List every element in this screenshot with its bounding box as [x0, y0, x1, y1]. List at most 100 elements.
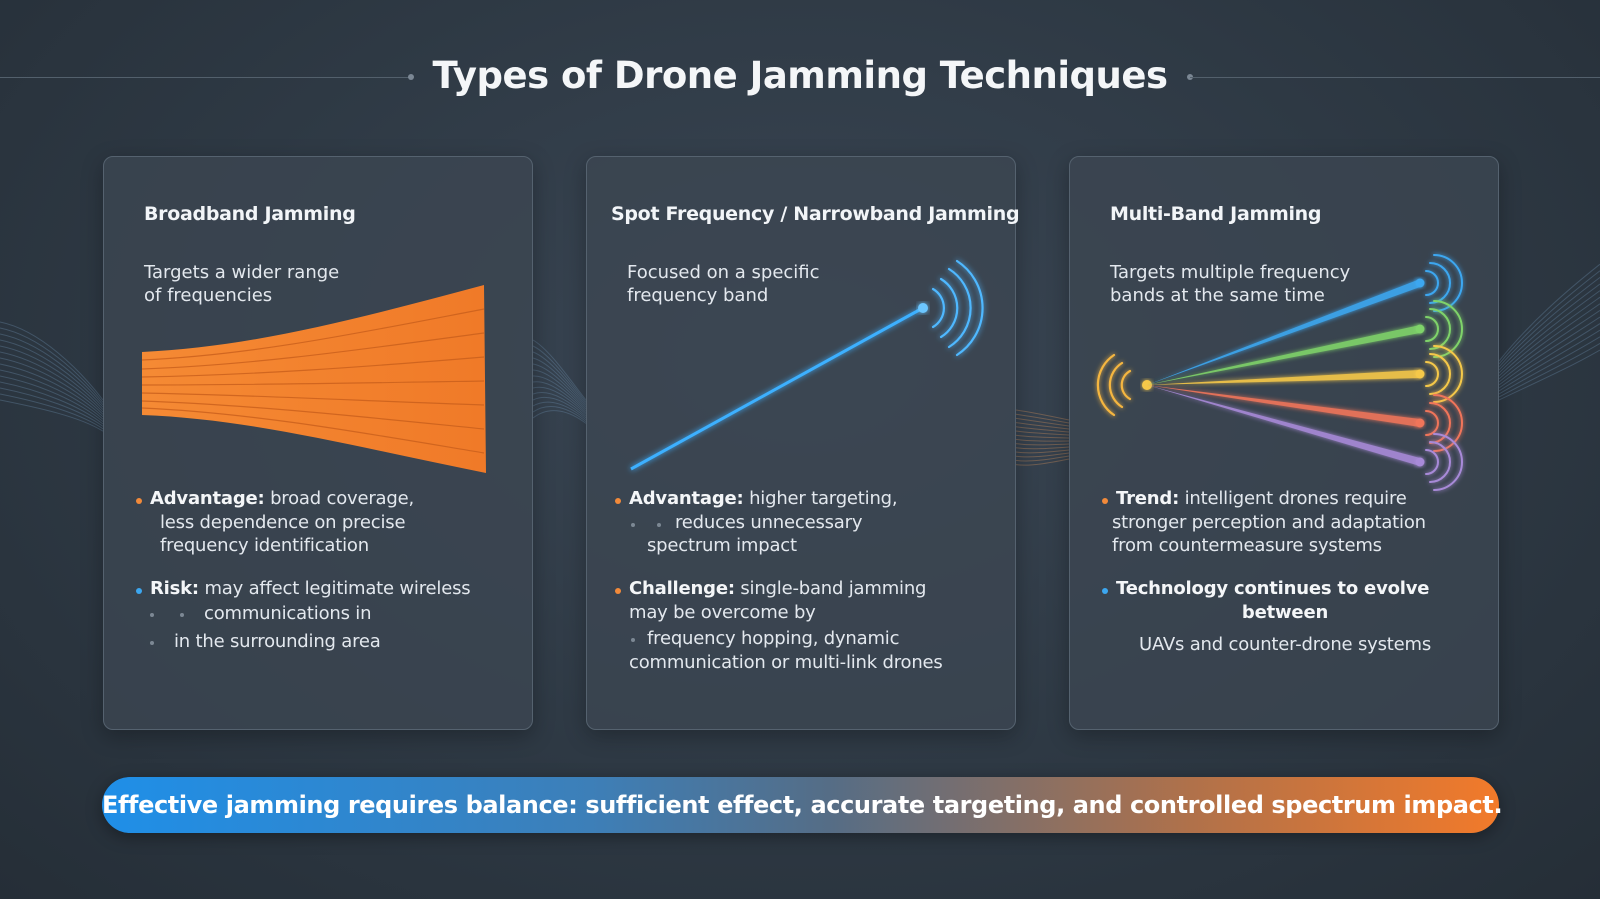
background-wave-line — [1015, 458, 1070, 466]
beam-end-dot — [1415, 418, 1425, 428]
point-text: reduces unnecessary — [675, 512, 863, 533]
bullet-orange — [615, 498, 621, 504]
background-wave-line — [1498, 349, 1600, 401]
background-wave-line — [0, 345, 104, 410]
bullet-sub — [180, 613, 184, 617]
card-description: Targets multiple frequency bands at the … — [1110, 261, 1370, 307]
bullet-blue — [136, 588, 142, 594]
card-description-line: Focused on a specific — [627, 262, 820, 283]
background-wave-line — [1015, 434, 1070, 439]
point-text: communications in — [204, 603, 372, 624]
beam-source-dot — [918, 303, 928, 313]
point-text: may be overcome by — [629, 602, 816, 623]
point-text: between — [1070, 601, 1500, 625]
bullet-sub — [631, 638, 635, 642]
background-wave-line — [532, 386, 587, 415]
multi-band-beam — [1147, 370, 1420, 385]
broadband-spectrum-fan-icon — [141, 285, 486, 473]
bullet-sub — [150, 613, 154, 617]
signal-wave-icon — [1425, 300, 1463, 358]
point-label: Technology continues to evolve — [1116, 578, 1430, 599]
card-description-line: of frequencies — [144, 285, 273, 306]
bullet-orange — [615, 588, 621, 594]
point-challenge: Challenge: single-band jamming — [629, 577, 926, 601]
point-text: communication or multi-link drones — [629, 652, 943, 673]
beam-end-dot — [1415, 324, 1425, 334]
page-title: Types of Drone Jamming Techniques — [432, 54, 1168, 97]
title-divider-left — [0, 77, 410, 78]
background-wave-line — [0, 381, 104, 425]
background-wave-line — [1498, 336, 1600, 395]
background-wave-line — [1498, 290, 1600, 374]
background-wave-line — [0, 369, 104, 420]
background-wave-line — [532, 410, 587, 424]
card-description-line: Targets a wider range — [144, 262, 340, 283]
bullet-blue — [1102, 588, 1108, 594]
background-wave-line — [1015, 446, 1070, 450]
card-title: Broadband Jamming — [144, 203, 356, 225]
background-wave-line — [1015, 452, 1070, 458]
card-multi-band-jamming: Multi-Band Jamming Targets multiple freq… — [1069, 156, 1499, 730]
background-wave-line — [0, 339, 104, 408]
signal-wave-icon — [931, 259, 984, 357]
point-text: frequency hopping, dynamic — [647, 628, 900, 649]
point-text: higher targeting, — [743, 488, 898, 509]
background-wave-line — [1015, 422, 1070, 430]
point-label: Advantage: — [150, 488, 265, 509]
point-label-continued: between — [1241, 602, 1329, 623]
card-broadband-jamming: Broadband Jamming Targets a wider range … — [103, 156, 533, 730]
title-dot-left — [408, 74, 414, 80]
background-wave-line — [0, 333, 104, 406]
background-wave-line — [532, 401, 587, 421]
card-description: Targets a wider range of frequencies — [144, 261, 404, 307]
background-wave-line — [532, 369, 587, 410]
bullet-sub — [631, 523, 635, 527]
background-wave-line — [0, 327, 104, 403]
background-wave-line — [1498, 283, 1600, 371]
background-wave-line — [1498, 303, 1600, 380]
point-label: Challenge: — [629, 578, 735, 599]
signal-wave-icon — [1425, 433, 1463, 491]
card-description-line: frequency band — [627, 285, 769, 306]
card-title: Multi-Band Jamming — [1110, 203, 1322, 225]
point-advantage: Advantage: broad coverage, — [150, 487, 414, 511]
background-wave-line — [1498, 270, 1600, 365]
point-text: stronger perception and adaptation — [1112, 512, 1426, 533]
point-text: broad coverage, — [264, 488, 414, 509]
point-advantage: Advantage: higher targeting, — [629, 487, 898, 511]
point-text: from countermeasure systems — [1112, 535, 1382, 556]
background-wave-line — [532, 339, 587, 401]
point-text: intelligent drones require — [1179, 488, 1407, 509]
bullet-orange — [1102, 498, 1108, 504]
background-wave-line — [1015, 426, 1070, 433]
background-wave-line — [1498, 309, 1600, 383]
background-wave-line — [0, 399, 104, 432]
background-wave-line — [532, 381, 587, 413]
narrowband-beam-icon — [630, 259, 984, 471]
background-wave-line — [0, 393, 104, 430]
background-wave-line — [0, 363, 104, 418]
multi-band-beam — [1147, 385, 1420, 427]
point-text: UAVs and counter-drone systems — [1138, 634, 1432, 655]
point-text: single-band jamming — [734, 578, 927, 599]
title-divider-right — [1190, 77, 1600, 78]
background-wave-line — [1498, 263, 1600, 362]
background-wave-line — [532, 406, 587, 422]
background-wave-line — [1015, 417, 1070, 427]
summary-banner: Effective jamming requires balance: suff… — [102, 777, 1503, 833]
multi-band-beam — [1147, 279, 1420, 385]
point-trend: Trend: intelligent drones require — [1116, 487, 1407, 511]
multi-band-beam — [1147, 385, 1420, 466]
multi-band-beams-icon — [1096, 254, 1463, 491]
card-description-line: bands at the same time — [1110, 285, 1325, 306]
bullet-orange — [136, 498, 142, 504]
card-spot-frequency-jamming: Spot Frequency / Narrowband Jamming Focu… — [586, 156, 1020, 730]
beam-end-dot — [1415, 278, 1425, 288]
signal-wave-icon — [1425, 345, 1463, 403]
background-wave-line — [0, 357, 104, 415]
background-wave-line — [1015, 430, 1070, 436]
background-wave-line — [0, 375, 104, 422]
point-text: in the surrounding area — [174, 631, 381, 652]
point-risk: Risk: may affect legitimate wireless — [150, 577, 471, 601]
